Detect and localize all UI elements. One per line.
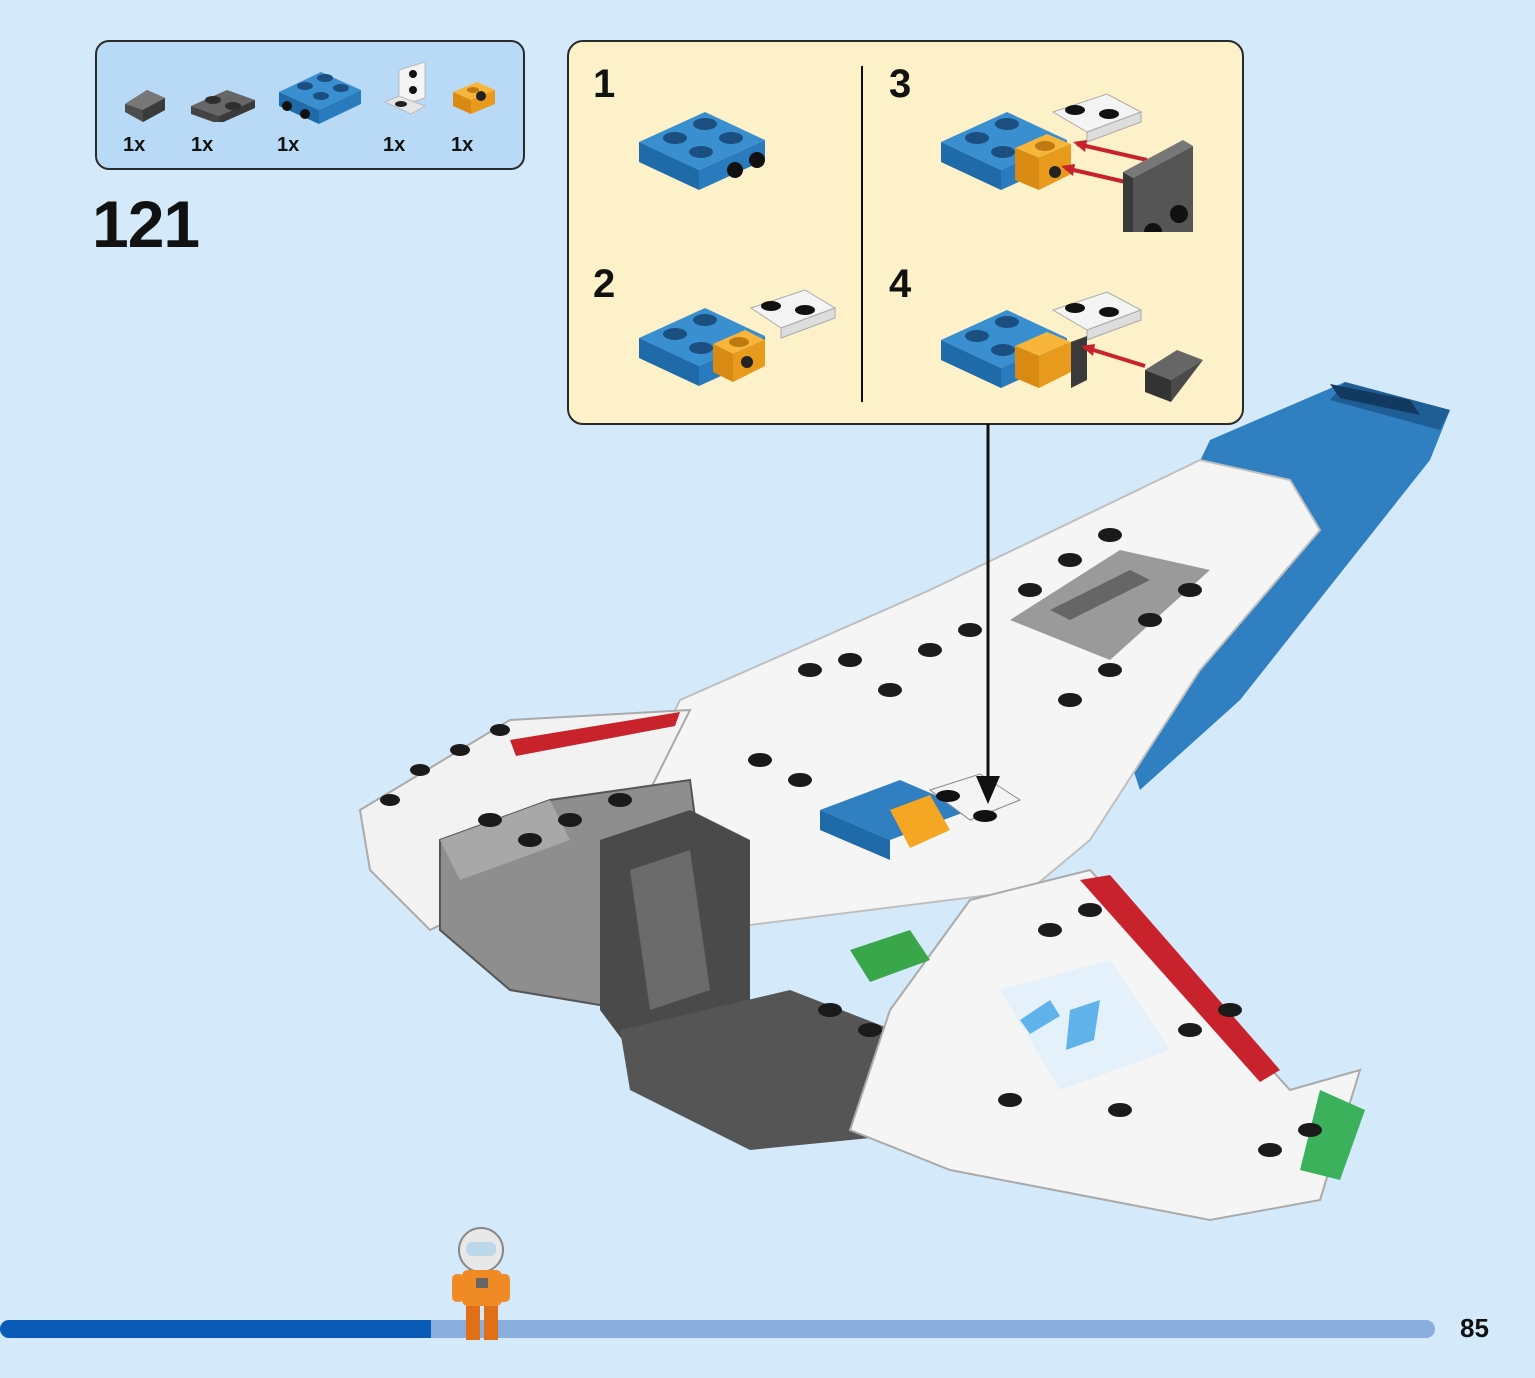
orange-bracket-icon [453, 82, 495, 114]
white-bracket-icon [383, 62, 427, 115]
main-model-illustration [358, 382, 1450, 1222]
part-qty: 1x [451, 134, 474, 156]
part-white-bracket: 1x [381, 62, 471, 162]
part-blue-plate-2x2: 1x [275, 62, 365, 162]
sub-step-number: 1 [593, 62, 616, 106]
parts-list-callout: 1x 1x 1x [95, 40, 525, 170]
right-wing-stripe [1080, 875, 1280, 1082]
part-qty: 1x [277, 134, 300, 156]
wing-logo-icon [1020, 1000, 1100, 1050]
part-qty: 1x [383, 134, 406, 156]
part-slope-1x1: 1x [119, 62, 209, 162]
sub-step-number: 3 [889, 62, 912, 106]
green-plate [850, 930, 930, 982]
sub-step-number: 4 [889, 262, 912, 306]
step-number: 121 [92, 187, 200, 261]
slope-brick-icon [125, 90, 165, 122]
part-orange-bracket: 1x [449, 62, 539, 162]
sub-step-number: 2 [593, 262, 616, 306]
sub-assembly-callout: 1 2 3 4 [567, 40, 1244, 425]
sub-step-divider [861, 66, 863, 402]
sub-step-1-illustration [639, 112, 765, 190]
astronaut-minifig-icon [452, 1227, 510, 1340]
placed-white-bracket [928, 773, 1022, 821]
left-wing-stripe [510, 712, 680, 756]
page-number: 85 [1460, 1313, 1489, 1343]
sub-step-3-illustration [941, 93, 1193, 232]
sub-step-4-illustration [941, 291, 1203, 402]
green-tip [1300, 1090, 1365, 1180]
part-qty: 1x [123, 134, 146, 156]
placed-orange-bracket [890, 795, 950, 848]
grey-roof-panel [1010, 550, 1210, 660]
callout-pointer-arrow [976, 424, 1000, 804]
stud-group [380, 528, 1322, 1157]
part-qty: 1x [191, 134, 214, 156]
progress-bar [0, 1320, 1435, 1338]
sub-step-2-illustration [639, 289, 837, 386]
plate-brick-icon [191, 90, 255, 122]
progress-bar-fill [0, 1320, 431, 1338]
blue-plate-icon [279, 72, 361, 124]
part-plate-1x2: 1x [187, 62, 277, 162]
